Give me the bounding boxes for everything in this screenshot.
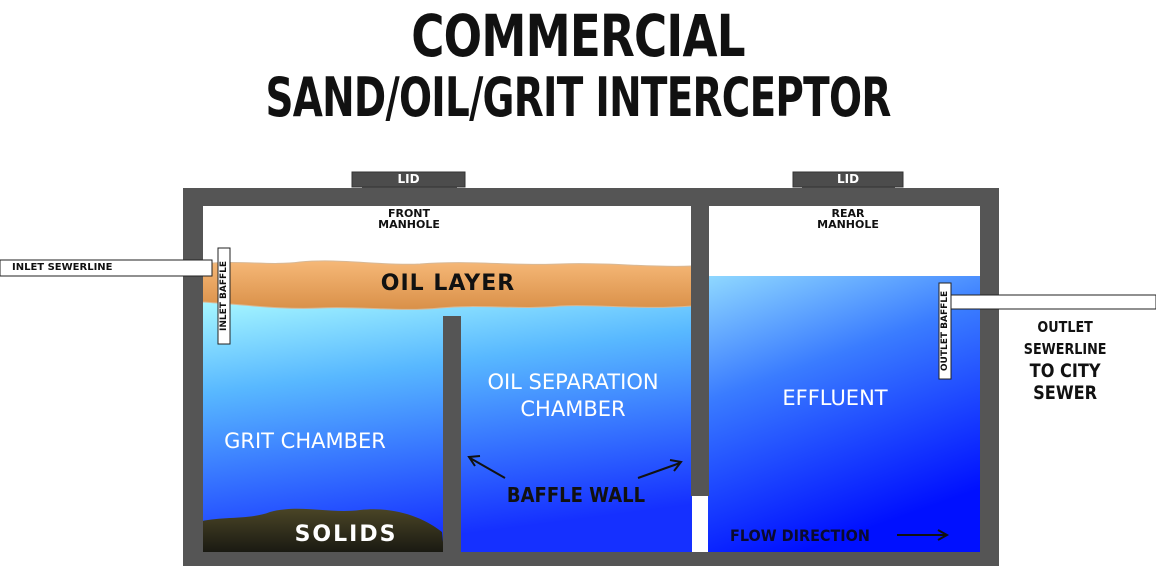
tank-left-wall [183, 188, 203, 558]
oil-separation-line-2: CHAMBER [520, 397, 626, 421]
rear-lid-plate [792, 171, 904, 188]
baffle-arrow-right-icon [637, 459, 683, 479]
solids-label: SOLIDS [294, 522, 398, 547]
rear-manhole-label: REAR MANHOLE [788, 208, 908, 230]
front-manhole-riser [362, 186, 457, 206]
inlet-baffle-label: INLET BAFFLE [219, 260, 229, 332]
front-manhole-line-1: FRONT [387, 207, 431, 220]
front-manhole-label: FRONT MANHOLE [349, 208, 469, 230]
outlet-sewerline-label: OUTLET SEWERLINE TO CITY SEWER [998, 316, 1132, 404]
tank-bottom-wall [183, 552, 999, 566]
oil-separation-line-1: OIL SEPARATION [487, 370, 659, 394]
tank-right-wall [980, 188, 999, 558]
flow-direction-arrow-icon [897, 529, 950, 541]
outlet-sewerline-line-1: OUTLET SEWERLINE [1023, 318, 1107, 358]
solids-shape [198, 508, 444, 552]
grit-chamber-label: GRIT CHAMBER [224, 429, 386, 453]
title-line-2: SAND/OIL/GRIT INTERCEPTOR [265, 66, 891, 129]
flow-direction-label: FLOW DIRECTION [730, 526, 870, 545]
front-manhole-line-2: MANHOLE [378, 218, 440, 231]
rear-lid-label: LID [836, 172, 860, 186]
outlet-baffle-label: OUTLET BAFFLE [940, 290, 950, 372]
oil-separation-chamber-label: OIL SEPARATION CHAMBER [462, 369, 684, 423]
front-lid-label: LID [397, 172, 420, 186]
effluent-label: EFFLUENT [782, 386, 888, 410]
front-lid-plate [351, 171, 466, 188]
oil-layer-label: OIL LAYER [380, 271, 516, 296]
baffle-wall-low [443, 316, 461, 566]
outlet-sewerline-line-2: TO CITY SEWER [1029, 360, 1101, 404]
baffle-wall-high [691, 206, 709, 496]
inlet-pipe [0, 259, 213, 277]
water-effluent [708, 276, 980, 552]
title-line-1: COMMERCIAL [411, 2, 745, 70]
inlet-baffle [217, 247, 231, 345]
baffle-wall-label: BAFFLE WALL [506, 483, 646, 507]
outlet-pipe [945, 294, 1156, 310]
rear-manhole-riser [802, 186, 895, 206]
inlet-sewerline-label: INLET SEWERLINE [12, 262, 113, 273]
baffle-arrow-left-icon [467, 455, 506, 479]
rear-manhole-line-2: MANHOLE [817, 218, 879, 231]
rear-manhole-line-1: REAR [831, 207, 865, 220]
outlet-baffle [938, 282, 952, 380]
